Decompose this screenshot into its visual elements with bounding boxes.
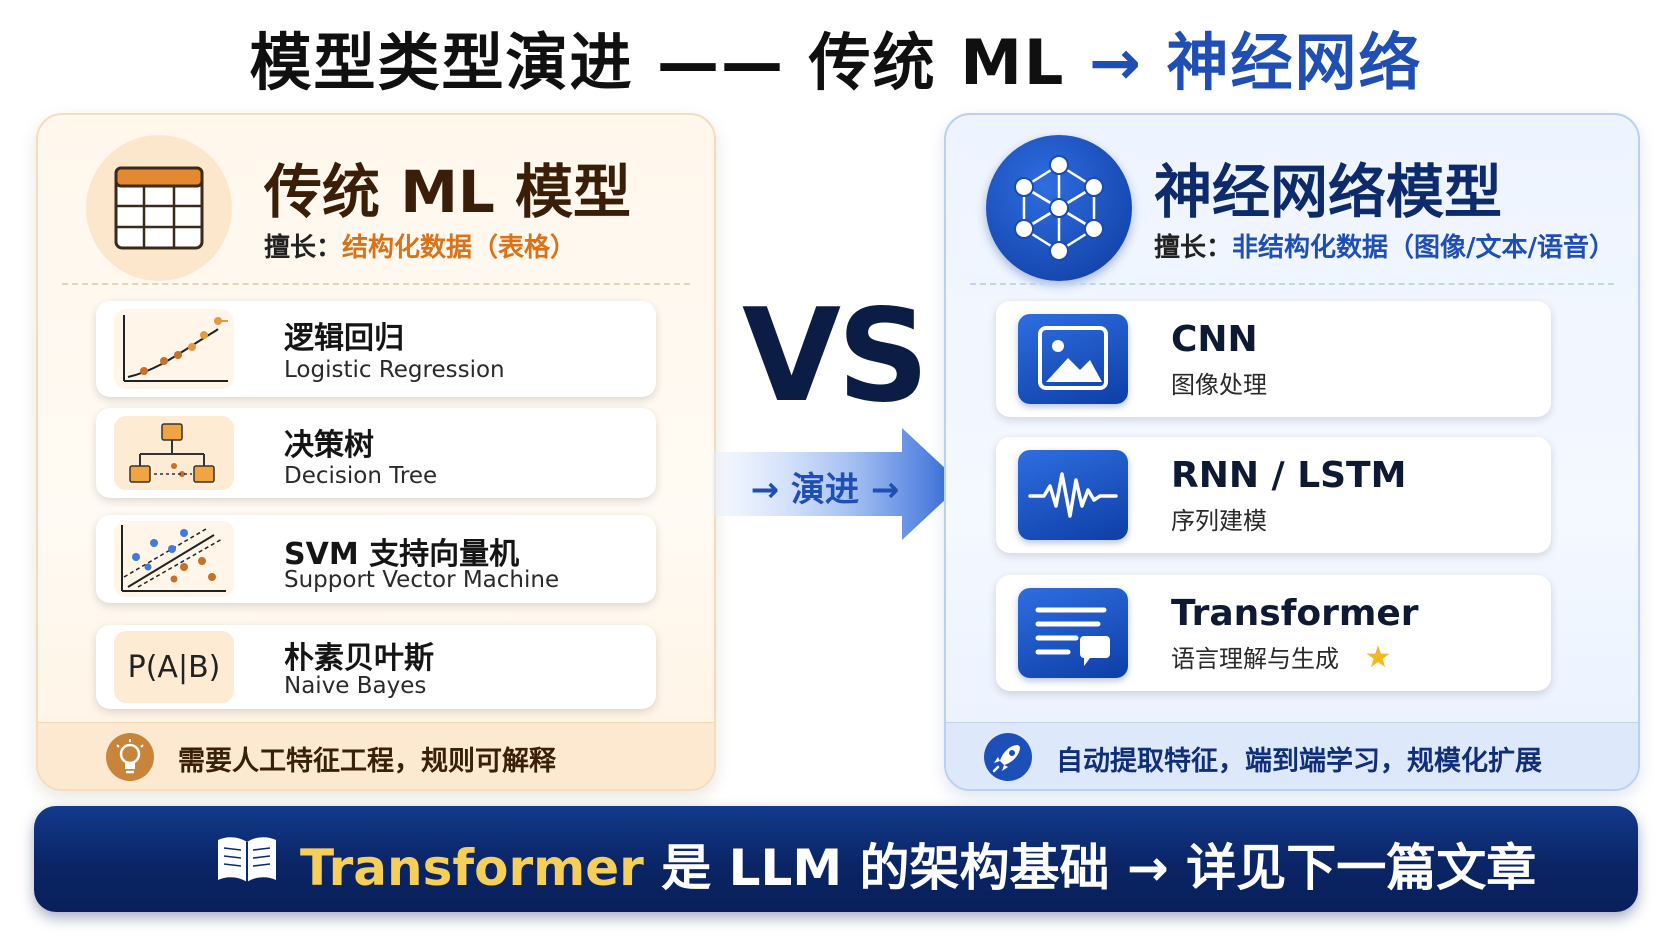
right-panel-strength: 擅长：非结构化数据（图像/文本/语音） [1154,227,1615,264]
model-card-svm: SVM 支持向量机 Support Vector Machine [96,515,656,603]
title-arrow: → [1089,26,1143,99]
model-card-logistic-regression: 逻辑回归 Logistic Regression [96,301,656,397]
model-card-naive-bayes: P(A|B) 朴素贝叶斯 Naive Bayes [96,625,656,709]
model-english-name: Naive Bayes [284,673,427,699]
title-part2: 神经网络 [1166,26,1423,99]
right-panel-heading: 神经网络模型 [1154,158,1503,226]
table-icon [86,135,232,281]
model-name: Transformer [1171,593,1419,634]
model-name: 决策树 [284,428,374,463]
model-card-cnn: CNN 图像处理 [996,301,1551,417]
neural-network-icon [986,135,1132,281]
divider [62,283,690,285]
rocket-icon [984,733,1032,781]
formula-icon: P(A|B) [114,631,234,703]
divider [970,283,1614,285]
evolve-label: → 演进 → [750,470,900,510]
book-icon [218,837,276,882]
right-footer-text: 自动提取特征，端到端学习，规模化扩展 [1056,746,1542,777]
model-card-decision-tree: 决策树 Decision Tree [96,408,656,498]
document-chat-icon [1018,588,1128,678]
model-name: CNN [1171,319,1258,360]
model-description-text: 语言理解与生成 [1171,645,1339,673]
star-icon: ★ [1364,640,1392,675]
left-panel-heading: 传统 ML 模型 [264,158,632,226]
neural-network-panel: 神经网络模型 擅长：非结构化数据（图像/文本/语音） CNN 图像处理 RNN … [944,113,1640,791]
left-footer-text: 需要人工特征工程，规则可解释 [178,746,556,777]
model-name: 朴素贝叶斯 [284,641,434,676]
title-part1: 模型类型演进 —— 传统 ML [249,26,1066,99]
model-description: 图像处理 [1171,371,1267,399]
page-title: 模型类型演进 —— 传统 ML → 神经网络 [0,12,1672,102]
model-name: RNN / LSTM [1171,455,1407,496]
model-name: 逻辑回归 [284,321,404,356]
image-icon [1018,314,1128,404]
left-panel-footer: 需要人工特征工程，规则可解释 [38,722,714,789]
scatter-trend-icon [114,309,234,389]
strength-label: 擅长： [264,233,343,263]
banner-highlight: Transformer [300,839,644,897]
bottom-banner: Transformer 是 LLM 的架构基础 → 详见下一篇文章 [34,806,1638,912]
strength-value: 非结构化数据（图像/文本/语音） [1232,233,1616,263]
svm-icon [114,521,234,597]
traditional-ml-panel: 传统 ML 模型 擅长：结构化数据（表格） 逻辑回归 Logistic Regr… [36,113,716,791]
vs-label: VS [742,282,929,431]
model-description: 语言理解与生成 ★ [1171,639,1392,675]
model-card-transformer: Transformer 语言理解与生成 ★ [996,575,1551,691]
right-panel-footer: 自动提取特征，端到端学习，规模化扩展 [946,722,1638,789]
evolve-arrow-icon [712,428,962,540]
waveform-icon [1018,450,1128,540]
left-panel-strength: 擅长：结构化数据（表格） [264,227,576,264]
tree-icon [114,416,234,490]
strength-label: 擅长： [1154,233,1233,263]
model-description: 序列建模 [1171,507,1267,535]
strength-value: 结构化数据（表格） [342,233,577,263]
banner-text: Transformer 是 LLM 的架构基础 → 详见下一篇文章 [300,828,1536,900]
model-english-name: Support Vector Machine [284,567,560,593]
lightbulb-icon [106,733,154,781]
banner-message: 是 LLM 的架构基础 → 详见下一篇文章 [643,839,1537,897]
model-card-rnn-lstm: RNN / LSTM 序列建模 [996,437,1551,553]
model-english-name: Decision Tree [284,463,438,489]
model-english-name: Logistic Regression [284,357,505,383]
model-name: SVM 支持向量机 [284,537,520,572]
